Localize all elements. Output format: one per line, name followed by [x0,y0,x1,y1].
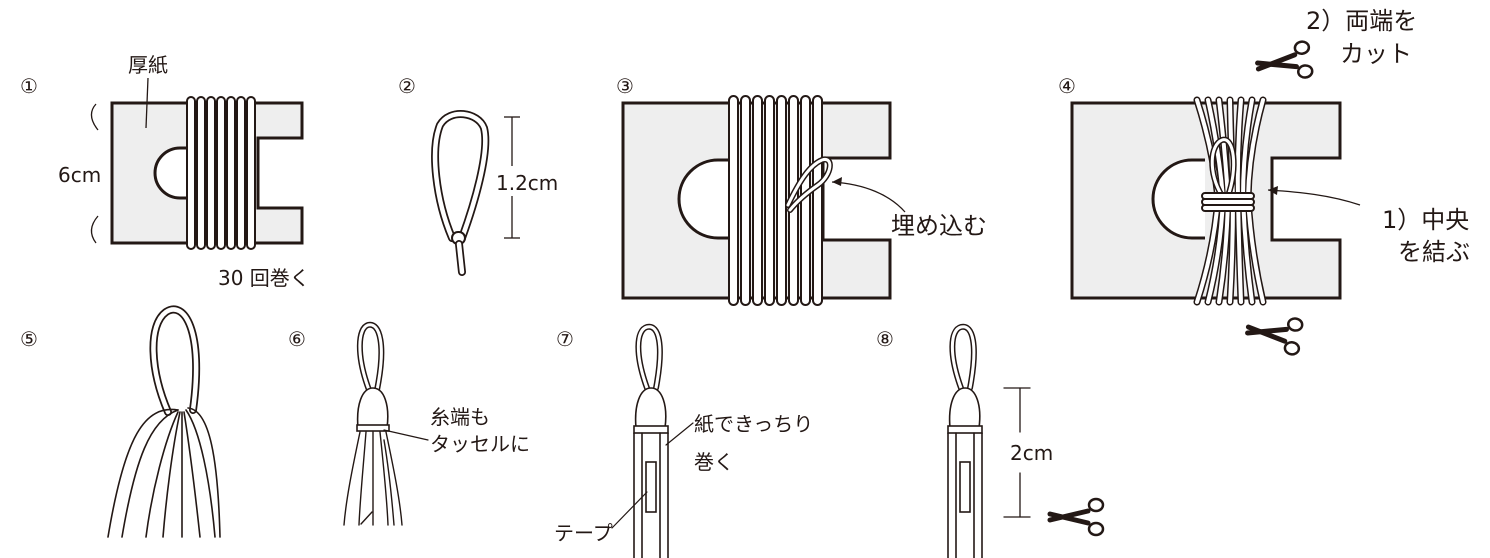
scissors-icon [1245,312,1302,355]
height-label: 6cm [58,163,102,187]
cut-length-label: 2cm [1010,441,1054,465]
step4-number: ④ [1058,74,1076,98]
height-bracket-top [90,103,99,131]
step8-finished-tassel [947,323,1031,558]
ends-label-line1: 糸端も [430,405,490,429]
card-label: 厚紙 [128,53,168,77]
step4-card-with-tied-bundle [1070,96,1361,306]
tie-label-line2: を結ぶ [1398,238,1470,266]
wrap-paper-label-line2: 巻く [694,450,734,474]
step3-number: ③ [616,74,634,98]
step2-dimension [504,116,520,239]
step5-number: ⑤ [20,327,38,351]
step3-card-with-wraps [621,95,906,306]
tie-label-line1: 1）中央 [1382,206,1470,234]
step3-wrap-strands [728,95,823,306]
step1-wrap-strands [186,96,256,250]
embed-label: 埋め込む [891,212,987,240]
wraps-label: 30 回巻く [218,266,310,290]
wrap-paper-label-line1: 紙できっちり [694,412,814,436]
loop-length-label: 1.2cm [496,171,559,195]
scissors-icon [1050,499,1103,535]
step7-wrapped-tassel [611,323,694,558]
scissors-icon [1255,41,1312,84]
tape-strip [645,461,657,513]
step2-hanging-loop [431,110,520,276]
step7-number: ⑦ [556,327,574,351]
step8-dimension [1003,387,1031,518]
step4-center-tie [1201,192,1255,212]
tape-label: テープ [554,521,613,545]
step2-number: ② [398,74,416,98]
step8-number: ⑧ [876,327,894,351]
cut-label-line2: カット [1340,40,1412,68]
step6-number: ⑥ [288,327,306,351]
step1-card-with-wraps [90,77,304,250]
step5-tassel-loop [107,305,221,538]
card-leader-line [145,77,149,129]
step6-tassel-head [343,321,429,526]
cut-label-line1: 2）両端を [1306,7,1418,35]
height-bracket-bottom [90,215,99,244]
step1-number: ① [20,74,38,98]
ends-label-line2: タッセルに [430,432,530,456]
